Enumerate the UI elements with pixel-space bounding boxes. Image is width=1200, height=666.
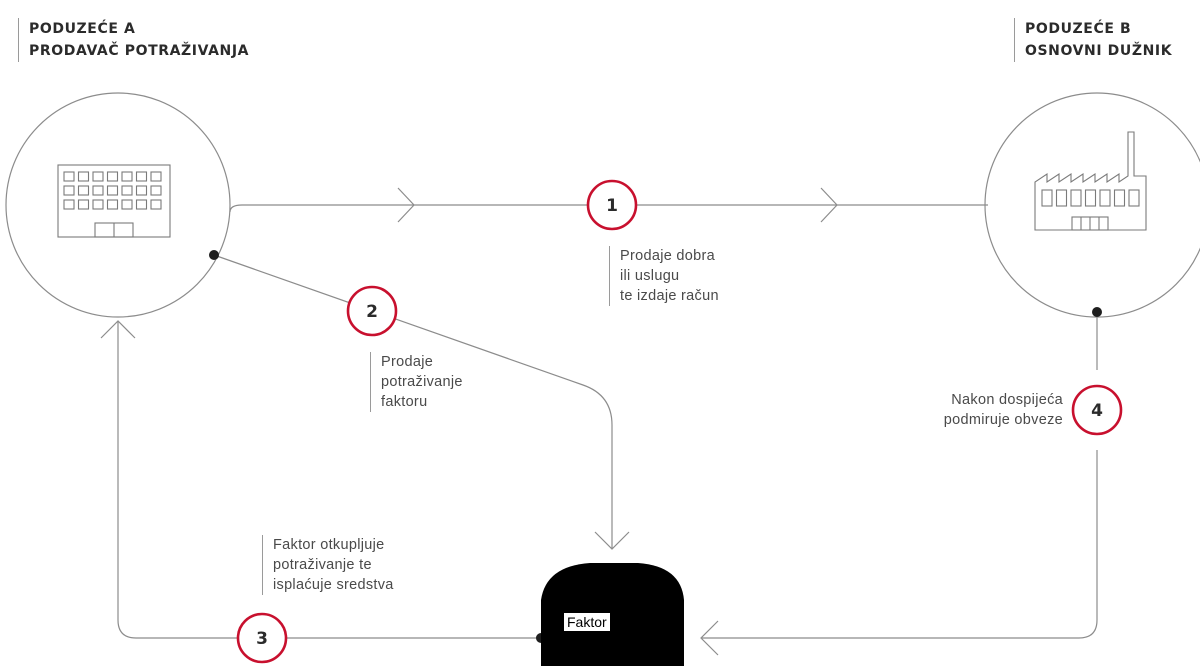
building-window	[121, 199, 133, 210]
step-2-text-line: Prodaje	[381, 354, 434, 370]
step-1-text-line: ili uslugu	[620, 268, 680, 284]
office-building-icon	[57, 164, 171, 238]
factor-label: Faktor	[564, 613, 610, 631]
factory-window	[1113, 189, 1126, 207]
building-window	[63, 185, 75, 196]
building-window	[77, 199, 90, 210]
step-3-text-line: Faktor otkupljuje	[273, 537, 385, 553]
step-4-text-line: Nakon dospijeća	[951, 392, 1063, 408]
arrow-chevron-3	[100, 320, 136, 339]
step-1-badge: 1	[586, 179, 638, 231]
arrow-chevron-1a	[397, 187, 415, 223]
factory-window	[1041, 189, 1053, 207]
step-4-number: 4	[1091, 401, 1103, 421]
flow-line-step-2	[213, 254, 613, 548]
factory-window	[1128, 189, 1140, 207]
building-window	[92, 171, 104, 182]
step-3-badge: 3	[236, 612, 288, 664]
flow-line-step-3	[117, 322, 541, 639]
building-window	[63, 171, 75, 182]
arrow-chevron-2	[594, 531, 630, 550]
building-window	[121, 185, 133, 196]
building-window	[121, 171, 133, 182]
factor-node	[541, 563, 684, 666]
building-window	[106, 171, 119, 182]
step-4-description: Nakon dospijeća podmiruje obveze	[944, 390, 1063, 430]
company-a-title-line2: PRODAVAČ POTRAŽIVANJA	[29, 43, 250, 59]
company-a-title-line1: PODUZEĆE A	[29, 21, 136, 37]
company-a-title: PODUZEĆE A PRODAVAČ POTRAŽIVANJA	[18, 18, 249, 62]
factory-window	[1099, 189, 1111, 207]
step-4-text-line: podmiruje obveze	[943, 412, 1063, 428]
building-window	[106, 185, 119, 196]
company-a-node	[5, 92, 231, 318]
building-window	[63, 199, 75, 210]
step-2-text-line: faktoru	[381, 394, 428, 410]
step-1-number: 1	[606, 196, 618, 216]
step-2-text-line: potraživanje	[381, 374, 463, 390]
building-window	[92, 185, 104, 196]
building-window	[92, 199, 104, 210]
step-2-badge: 2	[346, 285, 398, 337]
step-1-description: Prodaje dobra ili uslugu te izdaje račun	[609, 246, 719, 306]
connector-dot-b	[1092, 307, 1102, 317]
building-window	[77, 171, 90, 182]
factory-icon	[1034, 131, 1147, 231]
flow-line-step-1	[229, 204, 988, 213]
building-window	[135, 185, 148, 196]
step-2-description: Prodaje potraživanje faktoru	[370, 352, 463, 412]
building-window	[77, 185, 90, 196]
step-3-text-line: isplaćuje sredstva	[273, 577, 394, 593]
building-window	[135, 171, 148, 182]
company-b-title-line1: PODUZEĆE B	[1025, 21, 1132, 37]
company-b-title-line2: OSNOVNI DUŽNIK	[1025, 43, 1173, 59]
step-3-number: 3	[256, 629, 268, 649]
connector-dot-a	[209, 250, 219, 260]
step-4-badge: 4	[1071, 384, 1123, 436]
building-window	[150, 171, 162, 182]
arrow-chevron-4	[700, 620, 719, 656]
factory-window	[1084, 189, 1097, 207]
building-window	[150, 199, 162, 210]
company-b-node	[984, 92, 1200, 318]
factory-window	[1055, 189, 1068, 207]
step-3-text-line: potraživanje te	[273, 557, 372, 573]
step-1-text-line: te izdaje račun	[620, 288, 719, 304]
factory-window	[1070, 189, 1082, 207]
step-2-number: 2	[366, 302, 378, 322]
building-window	[106, 199, 119, 210]
building-window	[135, 199, 148, 210]
building-window	[150, 185, 162, 196]
flow-line-step-4	[702, 312, 1098, 639]
step-3-description: Faktor otkupljuje potraživanje te isplać…	[262, 535, 394, 595]
arrow-chevron-1b	[820, 187, 838, 223]
company-b-title: PODUZEĆE B OSNOVNI DUŽNIK	[1014, 18, 1172, 62]
step-1-text-line: Prodaje dobra	[620, 248, 715, 264]
